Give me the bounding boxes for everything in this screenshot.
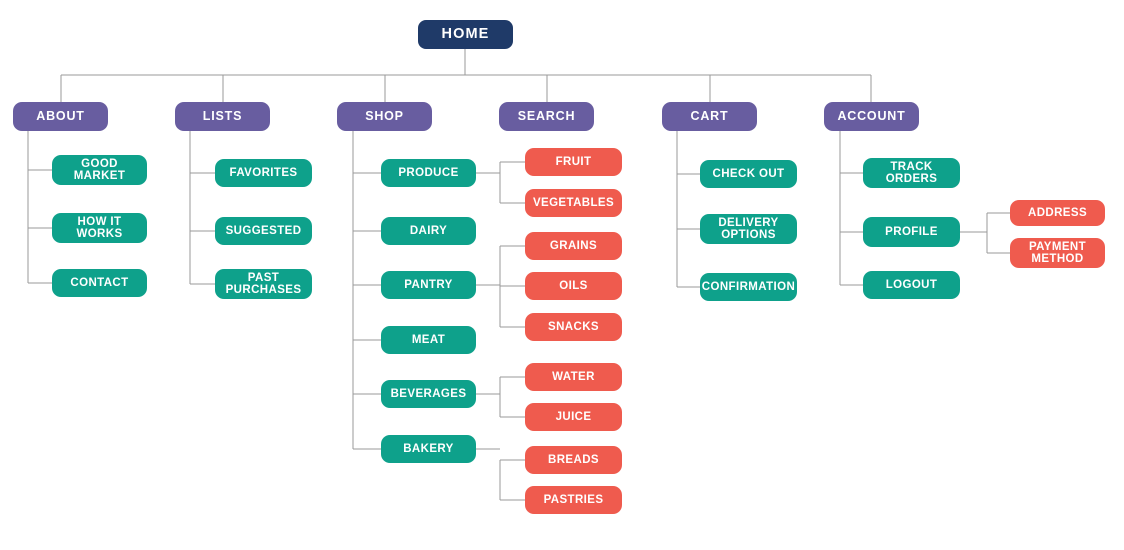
node-delivery-options[interactable]: DELIVERY OPTIONS [700,214,797,244]
node-cart[interactable]: CART [662,102,757,131]
node-past-purchases[interactable]: PAST PURCHASES [215,269,312,299]
node-home[interactable]: HOME [418,20,513,49]
node-how-it-works[interactable]: HOW IT WORKS [52,213,147,243]
node-lists[interactable]: LISTS [175,102,270,131]
node-account[interactable]: ACCOUNT [824,102,919,131]
node-shop[interactable]: SHOP [337,102,432,131]
node-pantry[interactable]: PANTRY [381,271,476,299]
node-snacks[interactable]: SNACKS [525,313,622,341]
node-favorites[interactable]: FAVORITES [215,159,312,187]
node-address[interactable]: ADDRESS [1010,200,1105,226]
node-payment-method[interactable]: PAYMENT METHOD [1010,238,1105,268]
node-beverages[interactable]: BEVERAGES [381,380,476,408]
node-bakery[interactable]: BAKERY [381,435,476,463]
node-produce[interactable]: PRODUCE [381,159,476,187]
node-vegetables[interactable]: VEGETABLES [525,189,622,217]
node-pastries[interactable]: PASTRIES [525,486,622,514]
node-juice[interactable]: JUICE [525,403,622,431]
node-breads[interactable]: BREADS [525,446,622,474]
node-about[interactable]: ABOUT [13,102,108,131]
node-oils[interactable]: OILS [525,272,622,300]
node-suggested[interactable]: SUGGESTED [215,217,312,245]
node-dairy[interactable]: DAIRY [381,217,476,245]
node-confirmation[interactable]: CONFIRMATION [700,273,797,301]
node-good-market[interactable]: GOOD MARKET [52,155,147,185]
node-meat[interactable]: MEAT [381,326,476,354]
node-check-out[interactable]: CHECK OUT [700,160,797,188]
node-search[interactable]: SEARCH [499,102,594,131]
node-profile[interactable]: PROFILE [863,217,960,247]
node-contact[interactable]: CONTACT [52,269,147,297]
node-logout[interactable]: LOGOUT [863,271,960,299]
node-track-orders[interactable]: TRACK ORDERS [863,158,960,188]
node-grains[interactable]: GRAINS [525,232,622,260]
node-fruit[interactable]: FRUIT [525,148,622,176]
node-water[interactable]: WATER [525,363,622,391]
